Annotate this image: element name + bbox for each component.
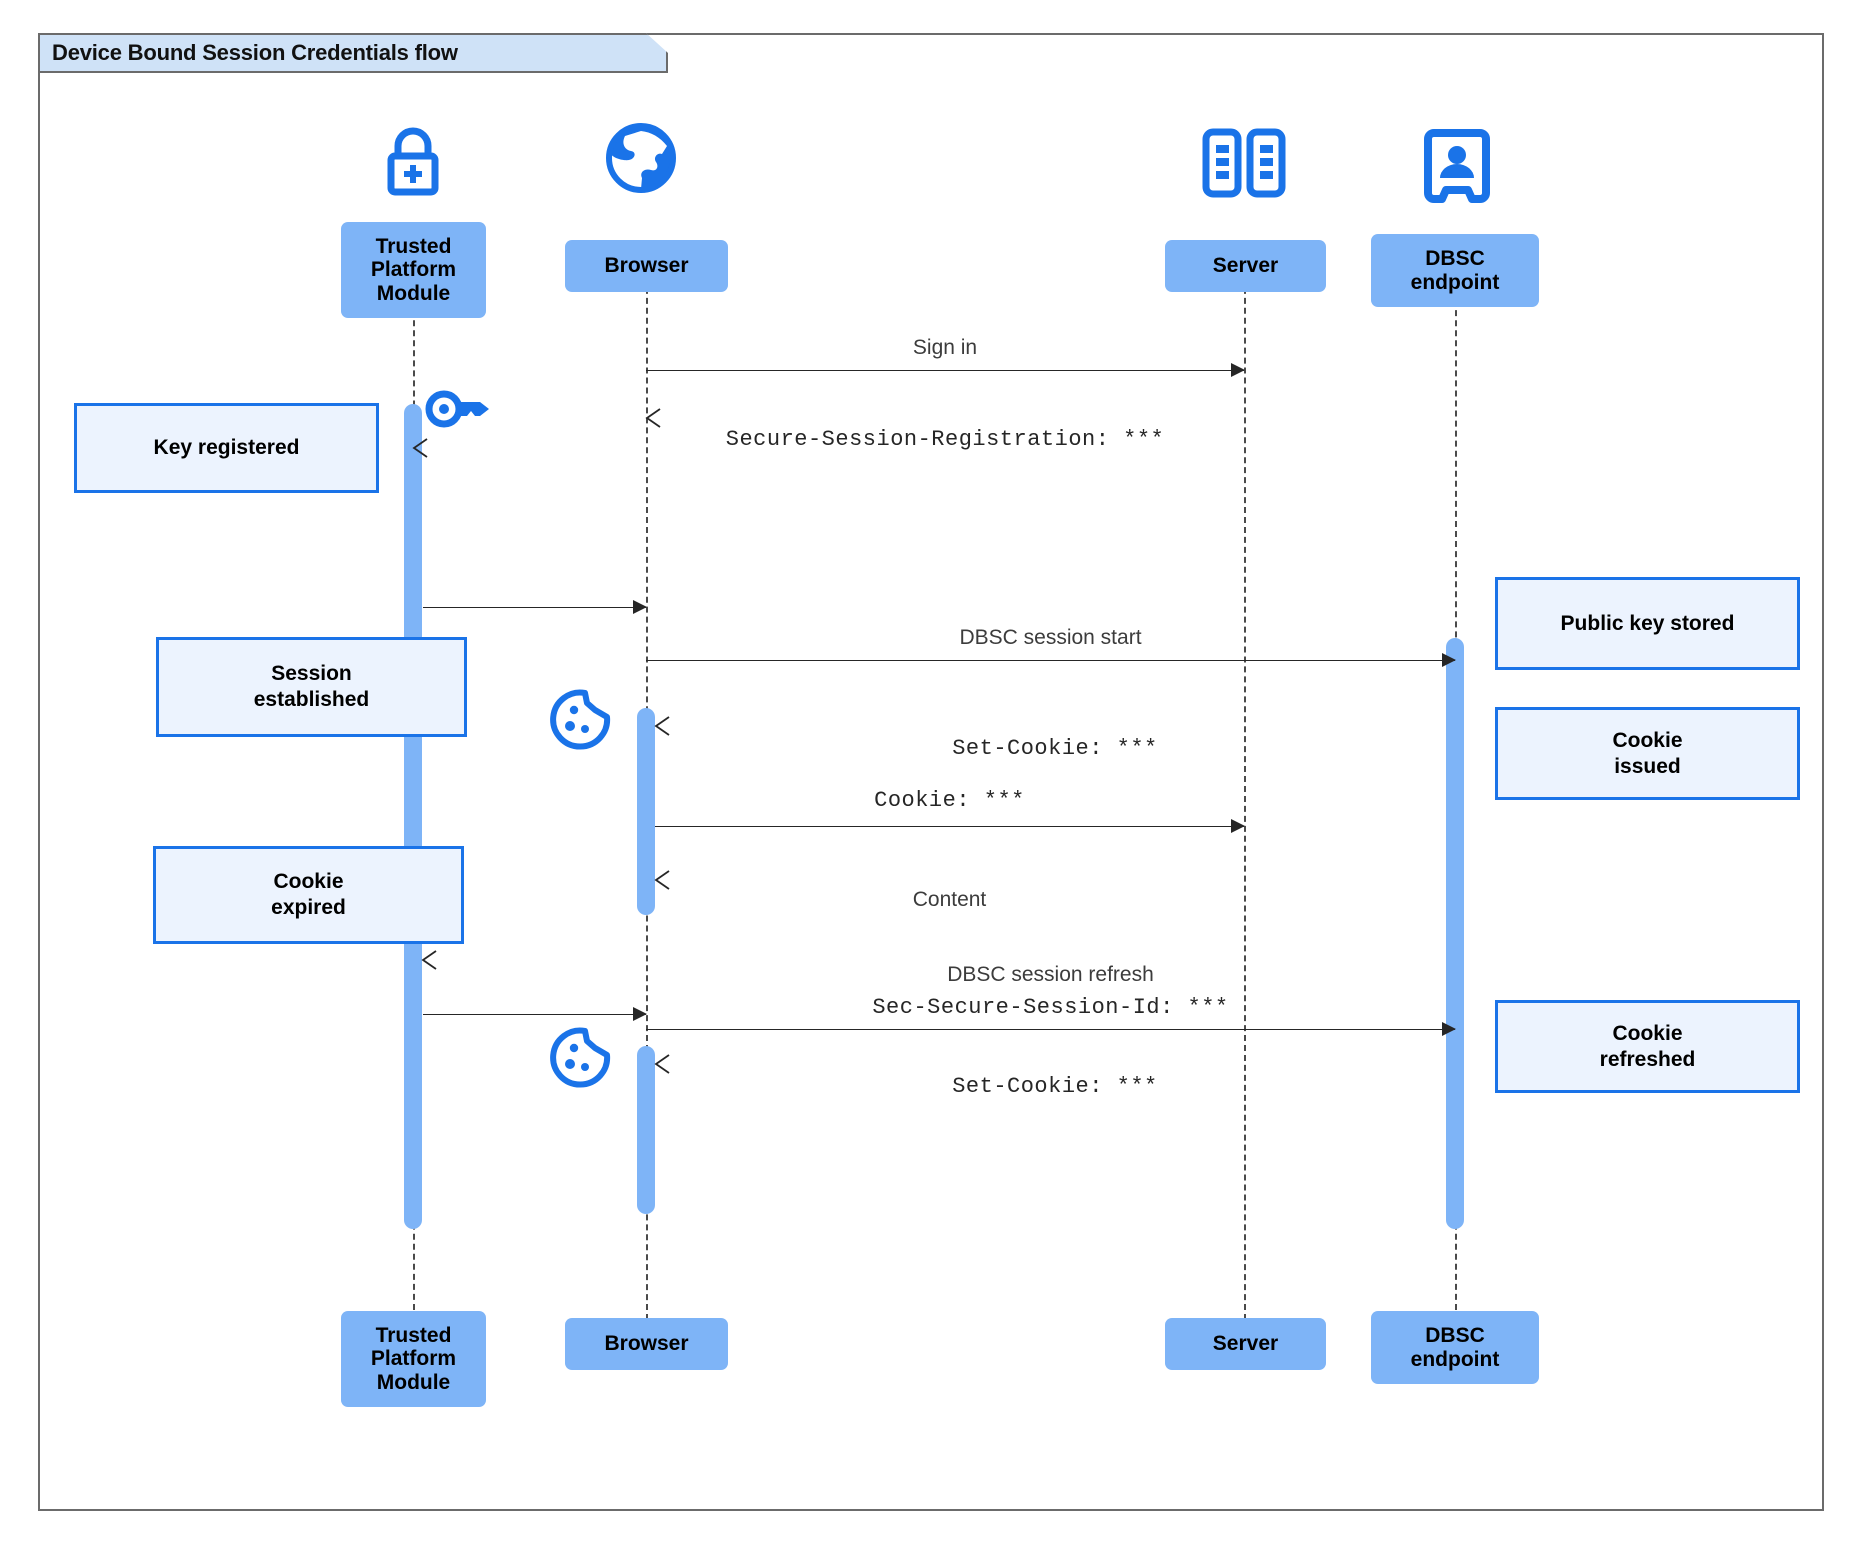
- participant-tpm-bottom[interactable]: Trusted Platform Module: [341, 1311, 486, 1407]
- participant-label: DBSC endpoint: [1410, 246, 1500, 294]
- message-label: Cookie: ***: [874, 788, 1025, 813]
- message-label: Secure-Session-Registration: ***: [725, 427, 1165, 452]
- lock-plus-icon: [373, 122, 453, 202]
- message-line: [423, 607, 646, 608]
- message-line: [655, 826, 1244, 827]
- note-label: Cookie expired: [271, 870, 346, 919]
- note-cookie-refreshed: Cookie refreshed: [1495, 1000, 1800, 1093]
- note-key-registered: Key registered: [74, 403, 379, 493]
- id-badge-icon: [1422, 128, 1492, 204]
- message-line: [646, 1029, 1455, 1030]
- activation-browser-1: [637, 708, 655, 915]
- message-label: DBSC session start: [959, 626, 1142, 649]
- message-label: Sign in: [912, 336, 978, 359]
- activation-dbsc: [1446, 638, 1464, 1229]
- note-label: Cookie issued: [1612, 728, 1683, 778]
- participant-label: Browser: [604, 1332, 689, 1356]
- participant-label: Trusted Platform Module: [370, 234, 457, 305]
- arrowhead-left-icon: [653, 1053, 675, 1075]
- arrowhead-right-icon: [633, 1007, 647, 1021]
- participant-browser-top[interactable]: Browser: [565, 240, 728, 292]
- cookie-icon: [548, 1026, 612, 1090]
- note-cookie-expired: Cookie expired: [153, 846, 464, 944]
- participant-server-bottom[interactable]: Server: [1165, 1318, 1326, 1370]
- arrowhead-left-icon: [653, 715, 675, 737]
- participant-browser-bottom[interactable]: Browser: [565, 1318, 728, 1370]
- participant-label: Server: [1212, 254, 1279, 278]
- participant-label: Trusted Platform Module: [370, 1323, 457, 1394]
- lifeline-server: [1244, 248, 1246, 1320]
- activation-tpm: [404, 404, 422, 1229]
- message-line: [423, 1014, 646, 1015]
- note-label: Key registered: [153, 436, 300, 460]
- message-label: Set-Cookie: ***: [952, 1074, 1158, 1099]
- participant-tpm-top[interactable]: Trusted Platform Module: [341, 222, 486, 318]
- globe-icon: [601, 118, 681, 198]
- arrowhead-right-icon: [1231, 819, 1245, 833]
- note-label: Public key stored: [1560, 611, 1735, 635]
- arrowhead-right-icon: [1442, 1022, 1456, 1036]
- message-label-line1: DBSC session refresh: [947, 963, 1154, 986]
- note-label: Cookie refreshed: [1599, 1021, 1696, 1071]
- arrowhead-right-icon: [1442, 653, 1456, 667]
- diagram-title: Device Bound Session Credentials flow: [52, 40, 458, 65]
- participant-label: Server: [1212, 1332, 1279, 1356]
- note-session-established: Session established: [156, 637, 467, 737]
- arrowhead-left-icon: [420, 949, 442, 971]
- participant-dbsc-top[interactable]: DBSC endpoint: [1371, 234, 1539, 307]
- arrowhead-right-icon: [1231, 363, 1245, 377]
- server-racks-icon: [1198, 128, 1290, 200]
- arrowhead-left-icon: [653, 869, 675, 891]
- participant-dbsc-bottom[interactable]: DBSC endpoint: [1371, 1311, 1539, 1384]
- participant-label: DBSC endpoint: [1410, 1323, 1500, 1371]
- participant-label: Browser: [604, 254, 689, 278]
- activation-browser-2: [637, 1046, 655, 1214]
- message-label: Set-Cookie: ***: [952, 736, 1158, 761]
- message-label: Content: [912, 888, 987, 911]
- diagram-frame-tab: Device Bound Session Credentials flow: [38, 33, 668, 73]
- cookie-icon: [548, 688, 612, 752]
- message-line: [646, 370, 1244, 371]
- arrowhead-left-icon: [411, 437, 433, 459]
- message-label-line2: Sec-Secure-Session-Id: ***: [872, 995, 1229, 1020]
- note-public-key-stored: Public key stored: [1495, 577, 1800, 670]
- note-label: Session established: [253, 662, 370, 711]
- message-line: [646, 660, 1455, 661]
- key-icon: [425, 385, 495, 433]
- participant-server-top[interactable]: Server: [1165, 240, 1326, 292]
- arrowhead-left-icon: [644, 407, 666, 429]
- arrowhead-right-icon: [633, 600, 647, 614]
- note-cookie-issued: Cookie issued: [1495, 707, 1800, 800]
